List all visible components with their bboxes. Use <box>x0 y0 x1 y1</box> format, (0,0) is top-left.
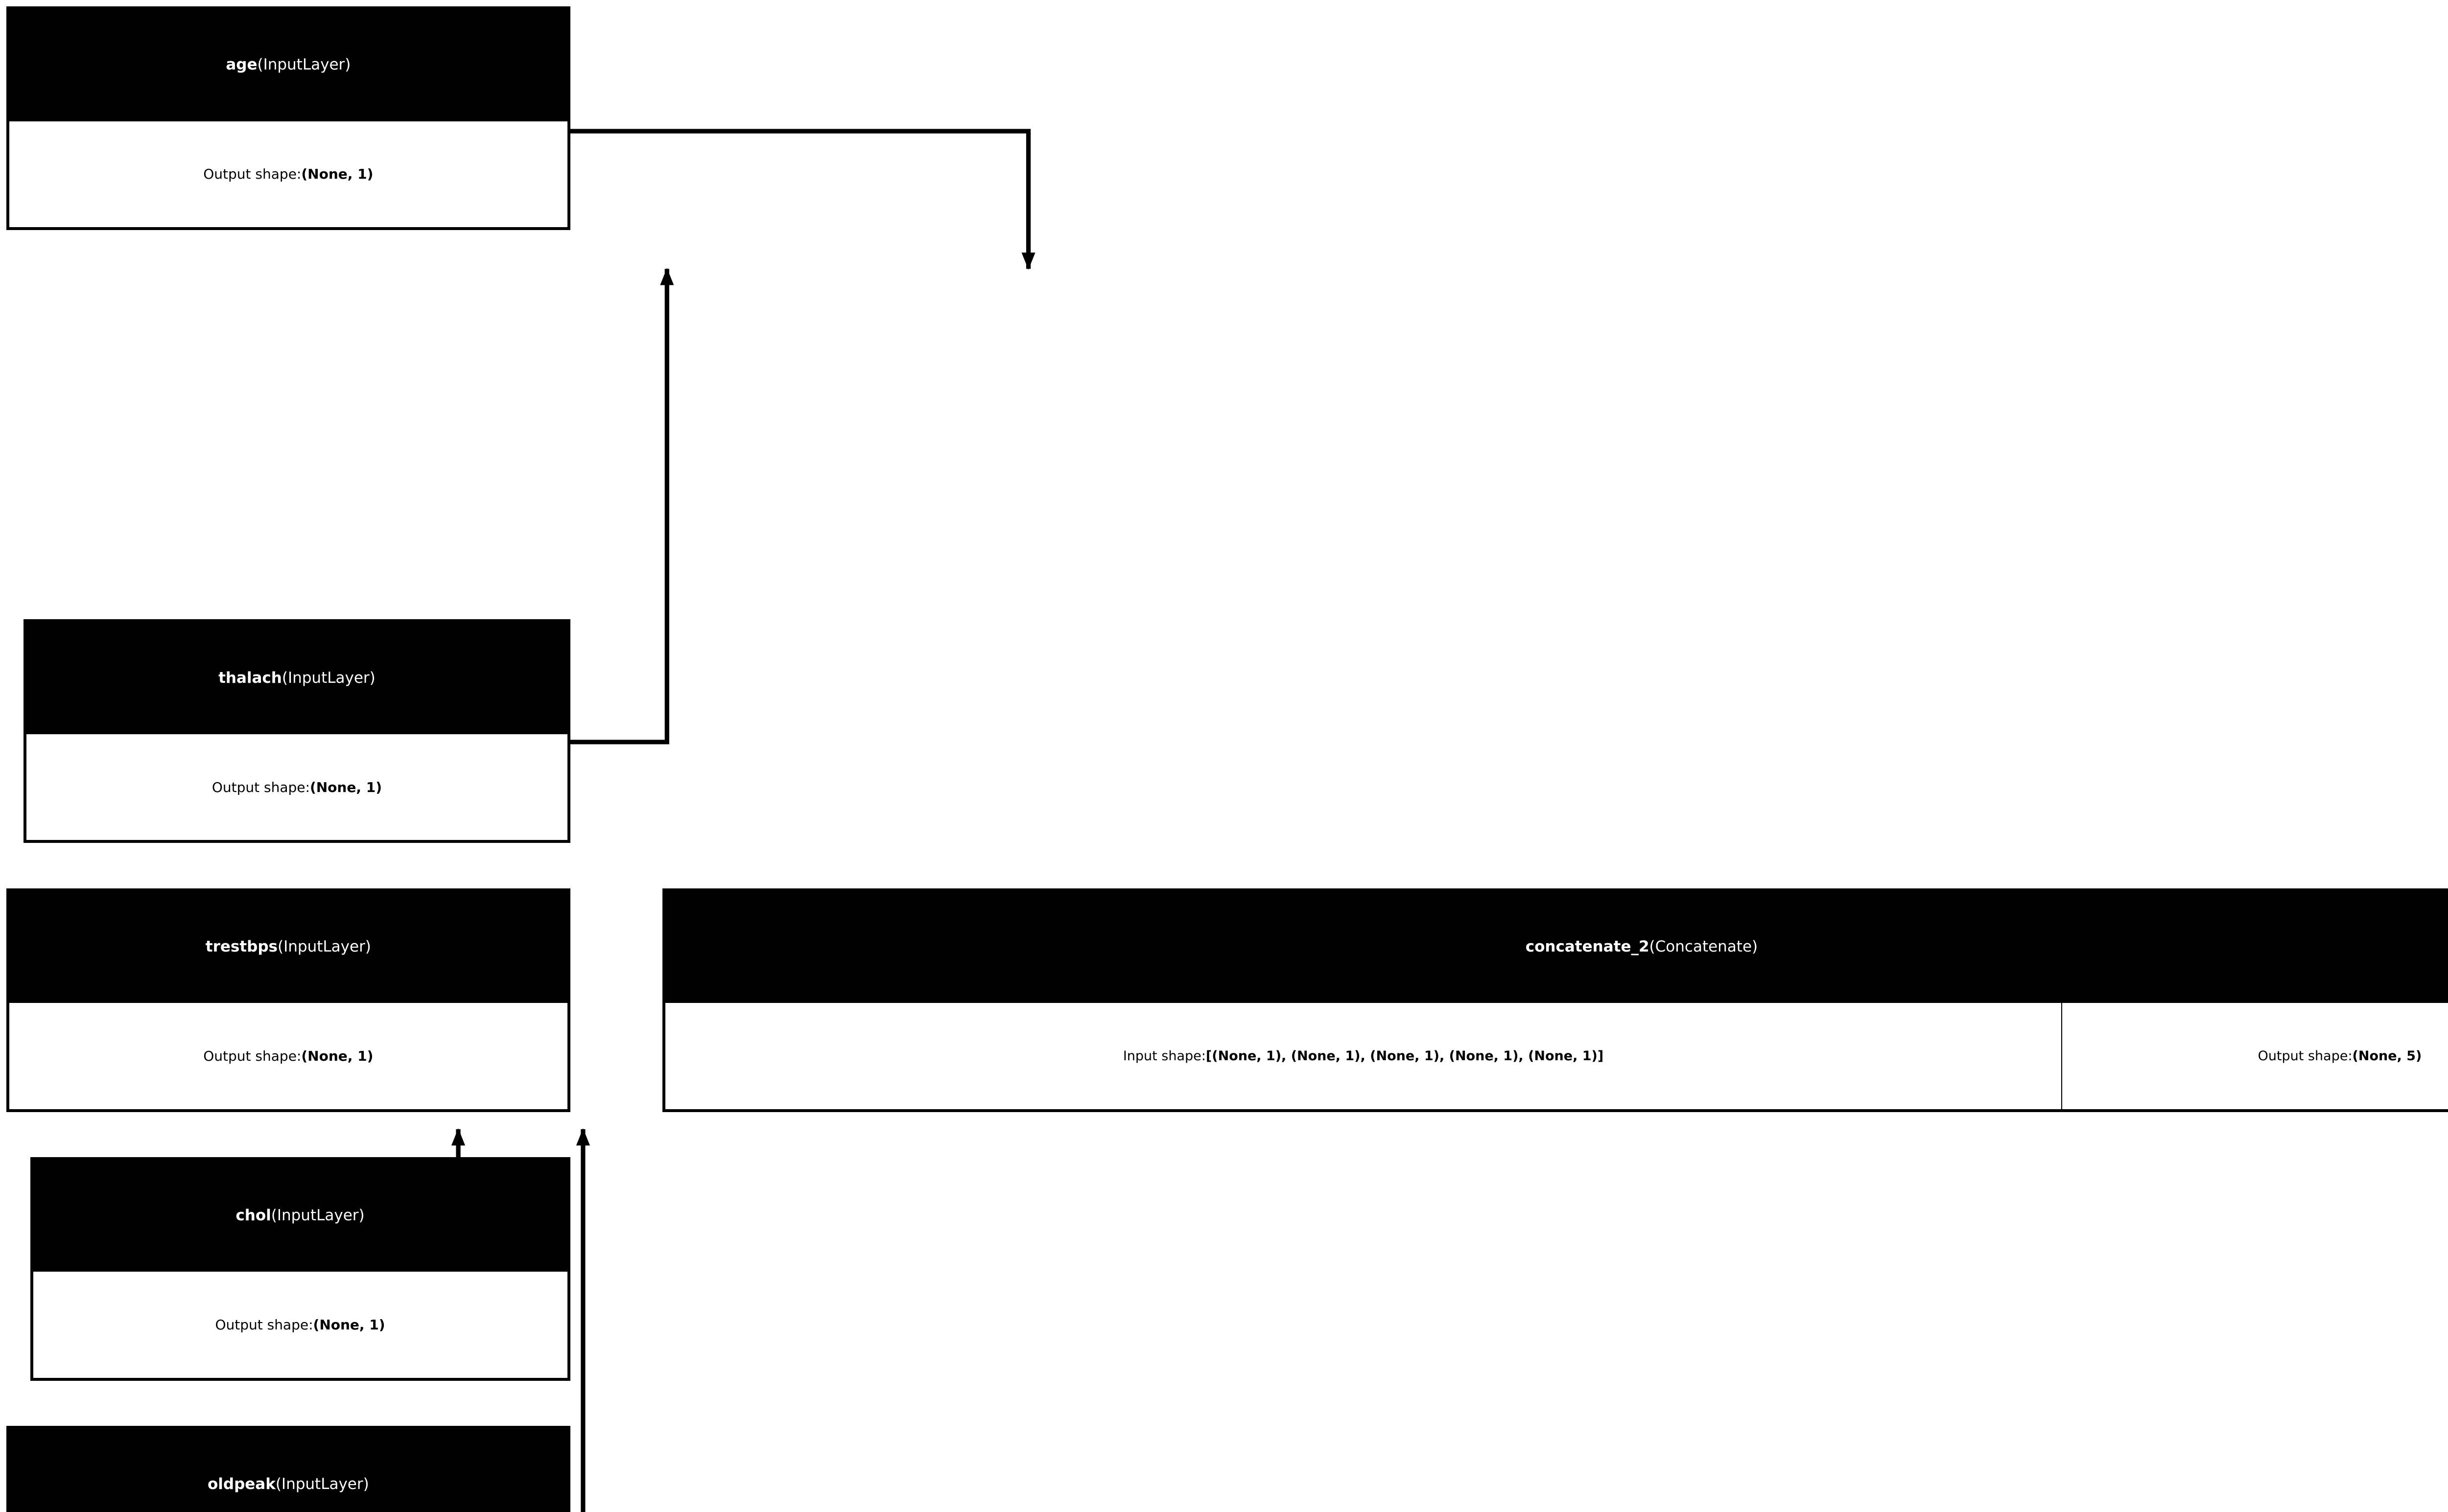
output-shape-value: (None, 1) <box>309 779 382 795</box>
node-shapes-thalach: Output shape:(None, 1) <box>26 733 568 841</box>
node-shapes-chol: Output shape:(None, 1) <box>32 1271 568 1378</box>
node-type-oldpeak: (InputLayer) <box>275 1475 369 1493</box>
output-shape-label: Output shape: <box>212 779 310 795</box>
node-chol[interactable]: chol(InputLayer)Output shape:(None, 1) <box>30 1157 570 1381</box>
output-shape-value: (None, 5) <box>2352 1048 2422 1064</box>
node-output-shape-age: Output shape:(None, 1) <box>9 120 568 228</box>
output-shape-value: (None, 1) <box>301 166 374 183</box>
node-name-chol: chol <box>235 1207 271 1225</box>
node-shapes-age: Output shape:(None, 1) <box>9 120 568 228</box>
node-type-age: (InputLayer) <box>257 56 351 74</box>
node-type-trestbps: (InputLayer) <box>278 937 371 955</box>
node-shapes-concatenate_2: Input shape:[(None, 1), (None, 1), (None… <box>665 1002 2448 1110</box>
node-output-shape-thalach: Output shape:(None, 1) <box>26 733 568 841</box>
node-oldpeak[interactable]: oldpeak(InputLayer)Output shape:(None, 1… <box>6 1426 570 1512</box>
input-shape-value: [(None, 1), (None, 1), (None, 1), (None,… <box>1205 1048 1604 1064</box>
node-output-shape-chol: Output shape:(None, 1) <box>32 1271 568 1378</box>
node-name-oldpeak: oldpeak <box>207 1475 276 1493</box>
output-shape-value: (None, 1) <box>301 1047 374 1064</box>
output-shape-label: Output shape: <box>203 1047 302 1064</box>
node-type-concatenate_2: (Concatenate) <box>1649 937 1758 955</box>
input-shape-label: Input shape: <box>1123 1048 1206 1064</box>
node-trestbps[interactable]: trestbps(InputLayer)Output shape:(None, … <box>6 888 570 1112</box>
node-name-concatenate_2: concatenate_2 <box>1525 937 1649 955</box>
node-title-trestbps: trestbps(InputLayer) <box>9 891 567 1002</box>
node-output-shape-concatenate_2: Output shape:(None, 5) <box>2061 1002 2448 1110</box>
node-title-oldpeak: oldpeak(InputLayer) <box>9 1428 567 1512</box>
output-shape-value: (None, 1) <box>313 1317 385 1333</box>
node-shapes-trestbps: Output shape:(None, 1) <box>9 1002 568 1110</box>
node-input-shape-concatenate_2: Input shape:[(None, 1), (None, 1), (None… <box>665 1002 2062 1110</box>
node-name-thalach: thalach <box>218 669 282 687</box>
output-shape-label: Output shape: <box>203 166 302 183</box>
output-shape-label: Output shape: <box>2258 1048 2353 1064</box>
node-concatenate_2[interactable]: concatenate_2(Concatenate)Input shape:[(… <box>662 888 2448 1112</box>
node-age[interactable]: age(InputLayer)Output shape:(None, 1) <box>6 6 570 231</box>
output-shape-label: Output shape: <box>215 1317 313 1333</box>
node-name-trestbps: trestbps <box>205 937 278 955</box>
node-name-age: age <box>226 56 258 74</box>
node-output-shape-trestbps: Output shape:(None, 1) <box>9 1002 568 1110</box>
node-title-concatenate_2: concatenate_2(Concatenate) <box>665 891 2448 1002</box>
node-type-chol: (InputLayer) <box>271 1207 365 1225</box>
node-title-chol: chol(InputLayer) <box>33 1160 568 1271</box>
node-type-thalach: (InputLayer) <box>282 669 376 687</box>
node-title-age: age(InputLayer) <box>9 9 567 120</box>
node-thalach[interactable]: thalach(InputLayer)Output shape:(None, 1… <box>24 619 570 843</box>
node-title-thalach: thalach(InputLayer) <box>26 622 567 733</box>
